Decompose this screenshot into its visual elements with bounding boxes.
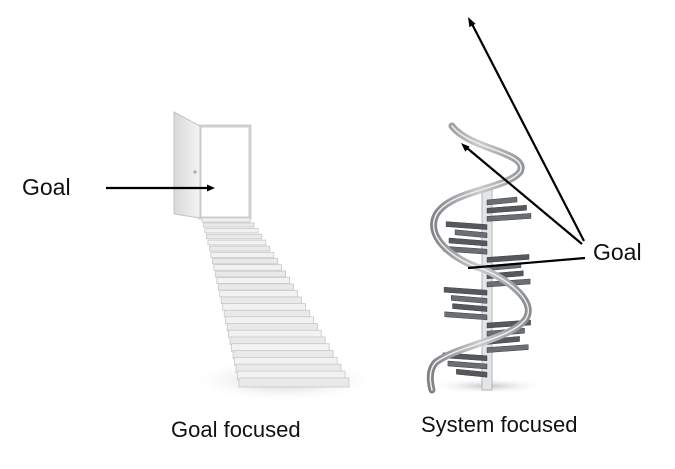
- spiral-tread: [486, 213, 532, 222]
- stair-step: [225, 316, 314, 325]
- right-goal-label: Goal: [593, 239, 642, 265]
- stair-step: [211, 258, 279, 265]
- stair-step: [204, 228, 259, 234]
- stair-step: [205, 233, 263, 240]
- open-door: [173, 111, 201, 219]
- spiral-tread: [486, 254, 530, 263]
- spiral-tread: [486, 344, 529, 353]
- left-goal-label: Goal: [22, 174, 71, 200]
- stair-step: [238, 377, 350, 388]
- stair-step: [219, 289, 299, 298]
- door-knob: [193, 170, 197, 174]
- stair-step: [223, 309, 310, 318]
- spiral-tread: [443, 245, 488, 255]
- arrow-to-middle-turn: [467, 256, 586, 270]
- spiral-tread: [486, 204, 527, 214]
- stair-step: [217, 283, 295, 291]
- system-focused-caption: System focused: [421, 412, 578, 437]
- spiral-tread: [445, 221, 488, 230]
- stair-step: [207, 239, 267, 246]
- spiral-tread: [447, 360, 488, 370]
- spiral-tread: [443, 286, 488, 296]
- spiral-tread: [444, 311, 488, 321]
- arrow-up-long: [471, 23, 585, 242]
- spiral-tread: [448, 237, 488, 247]
- spiral-tread: [450, 295, 488, 304]
- spiral-tread: [452, 303, 488, 312]
- stair-step: [208, 245, 271, 252]
- stair-step: [214, 270, 287, 278]
- left-goal-arrow: [106, 184, 215, 192]
- stair-step: [216, 277, 291, 284]
- door-frame: [198, 124, 252, 220]
- arrow-to-top-turn: [466, 147, 583, 245]
- arrow-up-long-head: [468, 17, 476, 28]
- stair-step: [222, 303, 306, 311]
- right-goal-arrows: [461, 17, 586, 270]
- goal-focused-caption: Goal focused: [171, 417, 301, 442]
- stair-step: [210, 251, 275, 258]
- spiral-tread: [456, 368, 488, 378]
- spiral-tread: [486, 196, 518, 206]
- stair-step: [226, 323, 318, 332]
- stair-step: [203, 222, 255, 228]
- door-staircase-illustration: [173, 111, 380, 402]
- stair-step: [220, 296, 302, 304]
- spiral-tread: [454, 229, 488, 239]
- stair-step: [201, 217, 251, 223]
- staircase: [201, 217, 350, 388]
- arrow-to-top-turn-head: [461, 143, 470, 152]
- stair-step: [213, 264, 283, 271]
